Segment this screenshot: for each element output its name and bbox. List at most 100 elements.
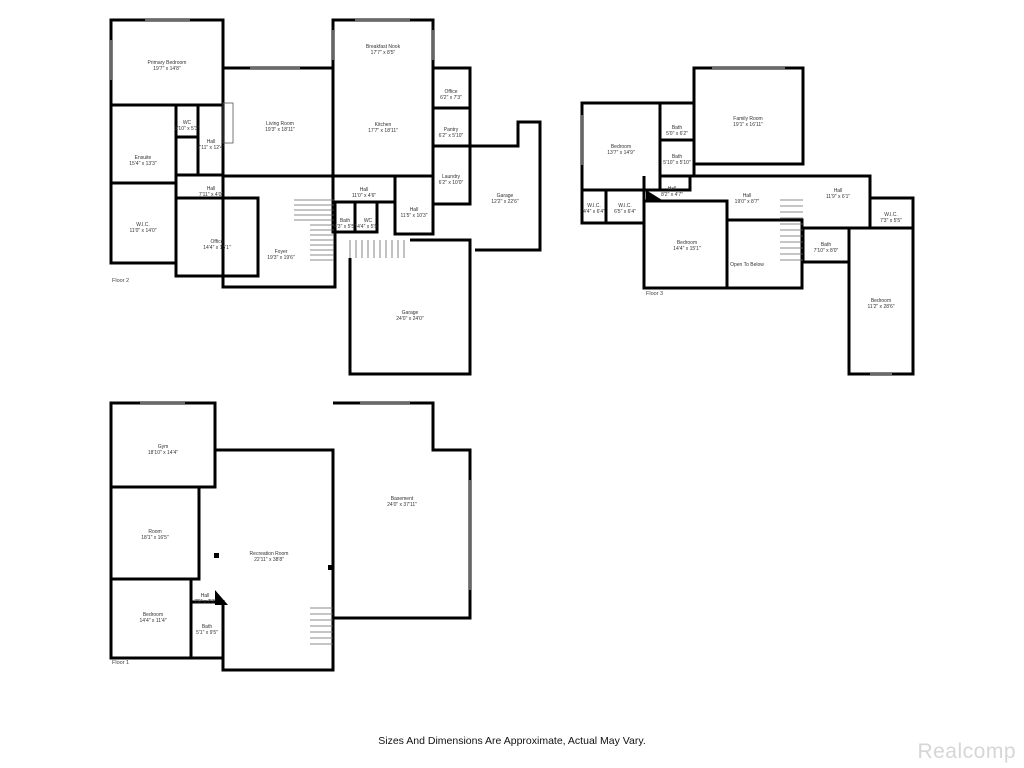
room-name: W.I.C. bbox=[587, 203, 601, 209]
room-name: Basement bbox=[391, 496, 414, 502]
wall-ensuite bbox=[109, 103, 178, 185]
room-dimensions: 6'5" x 6'4" bbox=[614, 209, 636, 215]
wall-foyer bbox=[221, 176, 337, 289]
room-dimensions: 5'1" x 9'5" bbox=[196, 630, 218, 636]
room-name: Hall bbox=[207, 186, 216, 192]
room-name: Bath bbox=[340, 218, 351, 224]
room-dimensions: 19'3" x 19'6" bbox=[267, 255, 295, 261]
room-name: Pantry bbox=[444, 127, 459, 133]
room-dimensions: 5'10" x 5'10" bbox=[663, 160, 691, 166]
room-name: Living Room bbox=[266, 121, 294, 127]
room-dimensions: 3'10" x 5'3" bbox=[175, 126, 200, 132]
room-dimensions: 19'3" x 18'11" bbox=[265, 127, 295, 133]
room-dimensions: 24'0" x 37'11" bbox=[387, 502, 417, 508]
room-name: Hall bbox=[201, 593, 210, 599]
room-dimensions: 17'7" x 8'5" bbox=[371, 50, 396, 56]
room-dimensions: 12'2" x 22'6" bbox=[491, 199, 519, 205]
room-name: Bedroom bbox=[611, 144, 631, 150]
wall-wc2-f2 bbox=[353, 200, 379, 234]
room-name: Hall bbox=[743, 193, 752, 199]
room-name: Office bbox=[445, 89, 458, 95]
room-name: Room bbox=[148, 529, 161, 535]
room-dimensions: 24'0" x 24'0" bbox=[396, 316, 424, 322]
room-name: Ensuite bbox=[135, 155, 152, 161]
room-dimensions: 11'5" x 10'3" bbox=[400, 213, 427, 219]
room-name: W.I.C. bbox=[618, 203, 632, 209]
room-name: Foyer bbox=[275, 249, 288, 255]
room-dimensions: 11'0" x 14'0" bbox=[129, 228, 156, 234]
wall-hall-f3 bbox=[642, 174, 803, 192]
room-dimensions: 17'7" x 18'11" bbox=[368, 128, 398, 134]
room-name: Office bbox=[211, 239, 224, 245]
room-dimensions: 19'7" x 14'8" bbox=[153, 66, 181, 72]
floor-label: Floor 2 bbox=[112, 278, 129, 284]
stairs-floor2-lower bbox=[349, 240, 405, 258]
floor-label: Floor 1 bbox=[112, 660, 129, 666]
room-dimensions: 15'4" x 13'3" bbox=[129, 161, 157, 167]
room-dimensions: 11'0" x 4'6" bbox=[352, 193, 376, 199]
room-name: Gym bbox=[158, 444, 169, 450]
room-name: W.I.C. bbox=[136, 222, 150, 228]
room-dimensions: 6'2" x 5'10" bbox=[439, 133, 464, 139]
room-dimensions: 11'9" x 6'1" bbox=[826, 194, 850, 200]
room-name: Recreation Room bbox=[250, 551, 289, 557]
stairs-floor1 bbox=[310, 607, 333, 645]
room-name: Laundry bbox=[442, 174, 461, 180]
room-dimensions: 4'3" x 5'5" bbox=[334, 224, 356, 230]
wall-office-f2 bbox=[174, 196, 260, 278]
room-name: Breakfast Nook bbox=[366, 44, 401, 50]
room-name: Primary Bedroom bbox=[148, 60, 187, 66]
room-dimensions: 4'4" x 6'4" bbox=[583, 209, 605, 215]
room-dimensions: 6'2" x 7'3" bbox=[440, 95, 462, 101]
room-dimensions: 11'2" x 28'6" bbox=[867, 304, 894, 310]
floor-label: Floor 3 bbox=[646, 291, 663, 297]
room-name: Hall bbox=[410, 207, 419, 213]
room-dimensions: 7'3" x 5'5" bbox=[880, 218, 902, 224]
room-dimensions: 7'11" x 12'4" bbox=[197, 145, 224, 151]
room-dimensions: 14'4" x 15'1" bbox=[203, 245, 231, 251]
room-dimensions: 5'0" x 6'2" bbox=[666, 131, 688, 137]
room-name: Hall bbox=[834, 188, 843, 194]
room-name: Bath bbox=[202, 624, 213, 630]
room-dimensions: 7'6" x 7'3" bbox=[194, 599, 216, 605]
wall-hall-d-f2 bbox=[393, 174, 435, 236]
room-name: Kitchen bbox=[375, 122, 392, 128]
room-name: Bath bbox=[672, 154, 683, 160]
wall-office-small bbox=[431, 66, 472, 110]
room-name: Bedroom bbox=[871, 298, 891, 304]
room-name: Bath bbox=[672, 125, 683, 131]
disclaimer: Sizes And Dimensions Are Approximate, Ac… bbox=[378, 735, 646, 747]
room-dimensions: 8'2" x 4'7" bbox=[661, 192, 683, 198]
room-name: Bedroom bbox=[677, 240, 697, 246]
room-dimensions: 14'4" x 15'1" bbox=[673, 246, 701, 252]
stair-landing-f3 bbox=[646, 190, 662, 200]
room-name: Open To Below bbox=[730, 262, 764, 268]
wall-recreation bbox=[213, 403, 335, 672]
room-dimensions: 19'0" x 8'7" bbox=[735, 199, 760, 205]
post-f1-a bbox=[214, 553, 219, 558]
floor-labels: Floor 2 Floor 3 Floor 1 bbox=[112, 278, 663, 666]
room-name: Garage bbox=[497, 193, 514, 199]
room-name: Bath bbox=[821, 242, 832, 248]
wall-garage-main bbox=[348, 238, 472, 376]
room-name: Hall bbox=[668, 186, 677, 192]
room-dimensions: 19'1" x 16'11" bbox=[733, 122, 763, 128]
room-dimensions: 13'7" x 14'9" bbox=[607, 150, 635, 156]
room-name: Hall bbox=[360, 187, 369, 193]
fireplace bbox=[222, 102, 234, 144]
room-name: Garage bbox=[402, 310, 419, 316]
post-f1-b bbox=[328, 565, 333, 570]
room-name: WC bbox=[183, 120, 192, 126]
room-dimensions: 18'1" x 16'5" bbox=[141, 535, 169, 541]
room-dimensions: 14'4" x 11'4" bbox=[139, 618, 166, 624]
room-name: Family Room bbox=[733, 116, 762, 122]
wall-basement bbox=[333, 401, 472, 620]
wall-garage-side bbox=[470, 120, 542, 252]
room-name: Hall bbox=[207, 139, 216, 145]
room-name: Bedroom bbox=[143, 612, 163, 618]
wall-bath-b-f3 bbox=[658, 138, 696, 178]
room-dimensions: 7'11" x 4'0" bbox=[199, 192, 223, 198]
room-dimensions: 18'10" x 14'4" bbox=[148, 450, 178, 456]
stairs-floor2 bbox=[294, 199, 334, 261]
